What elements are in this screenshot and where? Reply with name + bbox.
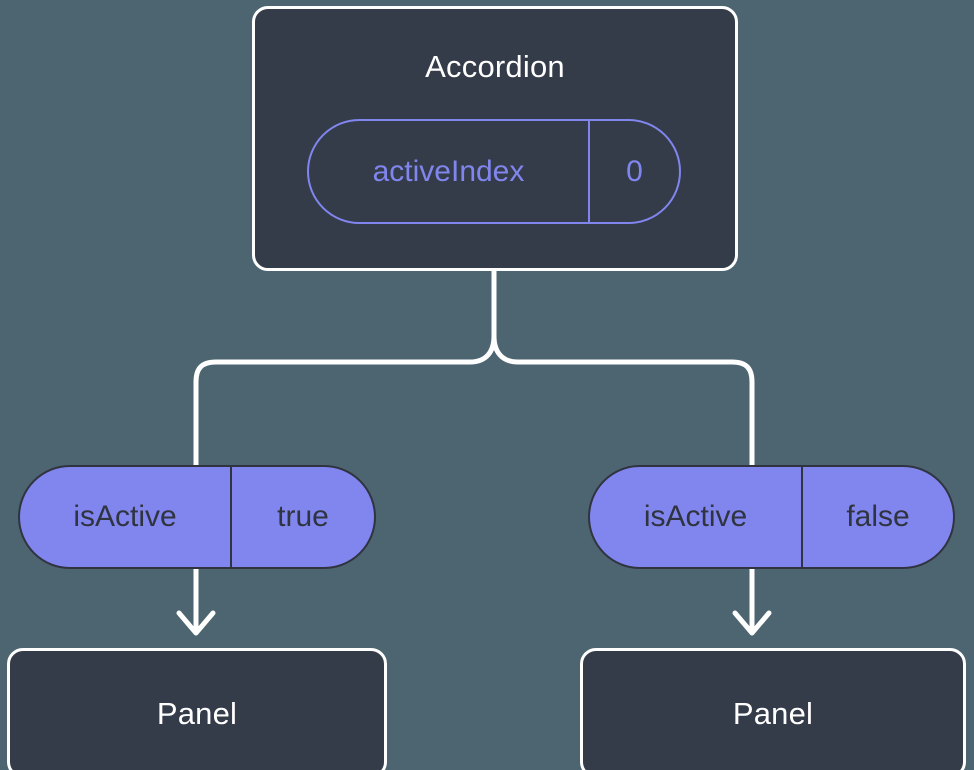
state-pill-value: 0 [626,154,643,188]
prop-pill-is-active-true[interactable]: isActive true [18,465,376,569]
connector-branch-right [491,268,755,468]
arrow-head-right-icon [732,610,772,636]
arrow-head-left-icon [176,610,216,636]
prop-pill-is-active-false[interactable]: isActive false [588,465,955,569]
state-pill-key: activeIndex [309,121,590,222]
node-panel-right-title: Panel [732,695,814,731]
node-panel-left[interactable]: Panel [7,648,387,770]
node-panel-left-title: Panel [156,695,238,731]
prop-pill-value: true [277,500,329,533]
node-panel-right[interactable]: Panel [580,648,966,770]
prop-pill-key: isActive [590,467,803,567]
prop-pill-value: false [846,500,910,533]
state-pill-active-index[interactable]: activeIndex 0 [307,119,681,224]
node-accordion-title: Accordion [425,49,565,84]
prop-pill-key: isActive [20,467,232,567]
connector-branch-left [193,268,497,468]
